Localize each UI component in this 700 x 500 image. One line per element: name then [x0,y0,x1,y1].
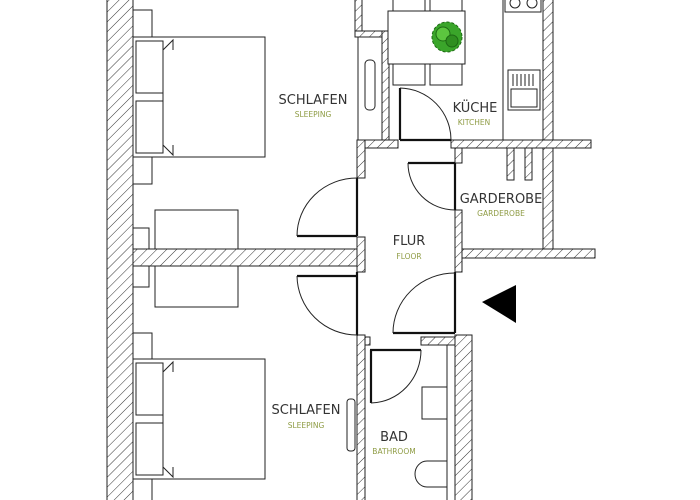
wall-wardrobe-right [542,147,554,250]
bathroom-furniture [414,386,448,488]
chair [429,0,463,13]
room-label-bedroom-bottom: SCHLAFEN [272,403,341,418]
kitchen-furniture [387,0,542,140]
wardrobe-rail-a [506,147,515,181]
wall-wardrobe-left-b [454,209,463,273]
room-sublabel-wardrobe: GARDEROBE [477,209,525,218]
door-wardrobe[interactable] [407,161,457,211]
walls [106,0,596,500]
wall-bath-right [454,334,473,500]
wall-wardrobe-bottom [454,248,596,259]
room-sublabel-bedroom-bottom: SLEEPING [288,421,325,430]
nightstand [132,478,153,500]
door-kitchen[interactable] [398,87,452,142]
wall-hall-left-c [356,334,366,500]
bedroom-top-furniture [132,9,383,308]
wall-bath-top-b [420,336,456,346]
chair [392,0,426,13]
room-label-wardrobe: GARDEROBE [460,192,543,207]
stove [504,0,542,13]
toilet [414,460,448,488]
pillow [135,100,164,154]
box [132,265,150,288]
radiator [364,59,376,111]
wall-hall-left-a [356,139,366,179]
room-sublabel-bathroom: BATHROOM [372,447,415,456]
room-label-bathroom: BAD [380,430,408,445]
doors [296,87,516,404]
wardrobe [154,265,239,308]
plant-icon [431,21,463,53]
door-bathroom[interactable] [369,348,422,404]
wall-kitchen-right [542,0,554,141]
room-sublabel-kitchen: KITCHEN [458,118,491,127]
box [132,227,150,250]
pillow [135,40,164,94]
wall-kitchen-upper-left [354,0,363,34]
nightstand [132,156,153,185]
entrance-arrow-icon [482,285,516,323]
outer-wall-left [106,0,134,500]
pillow [135,362,164,416]
wall-wardrobe-left-a [454,147,463,164]
chair [392,62,426,86]
nightstand [132,332,153,361]
room-label-hallway: FLUR [393,234,426,249]
bathroom-sink [421,386,448,420]
wardrobe [154,209,239,250]
radiator [346,398,356,452]
room-labels: SCHLAFEN SLEEPING KÜCHE KITCHEN GARDEROB… [272,93,543,456]
door-bedroom-bottom[interactable] [296,272,359,336]
room-label-kitchen: KÜCHE [453,99,498,116]
wall-bedrooms-divider [132,248,358,267]
nightstand [132,9,153,38]
door-bedroom-top[interactable] [296,177,359,238]
chair [429,62,463,86]
wardrobe-rail-b [524,147,533,181]
door-entrance[interactable] [392,272,457,335]
bedroom-bottom-furniture [132,332,356,500]
room-sublabel-bedroom-top: SLEEPING [295,110,332,119]
room-sublabel-hallway: FLOOR [396,252,421,261]
wall-bath-top-a [364,336,371,346]
wall-kitchen-bottom-b [450,139,592,149]
room-label-bedroom-top: SCHLAFEN [279,93,348,108]
pillow [135,422,164,476]
wall-hall-left-b [356,236,366,273]
